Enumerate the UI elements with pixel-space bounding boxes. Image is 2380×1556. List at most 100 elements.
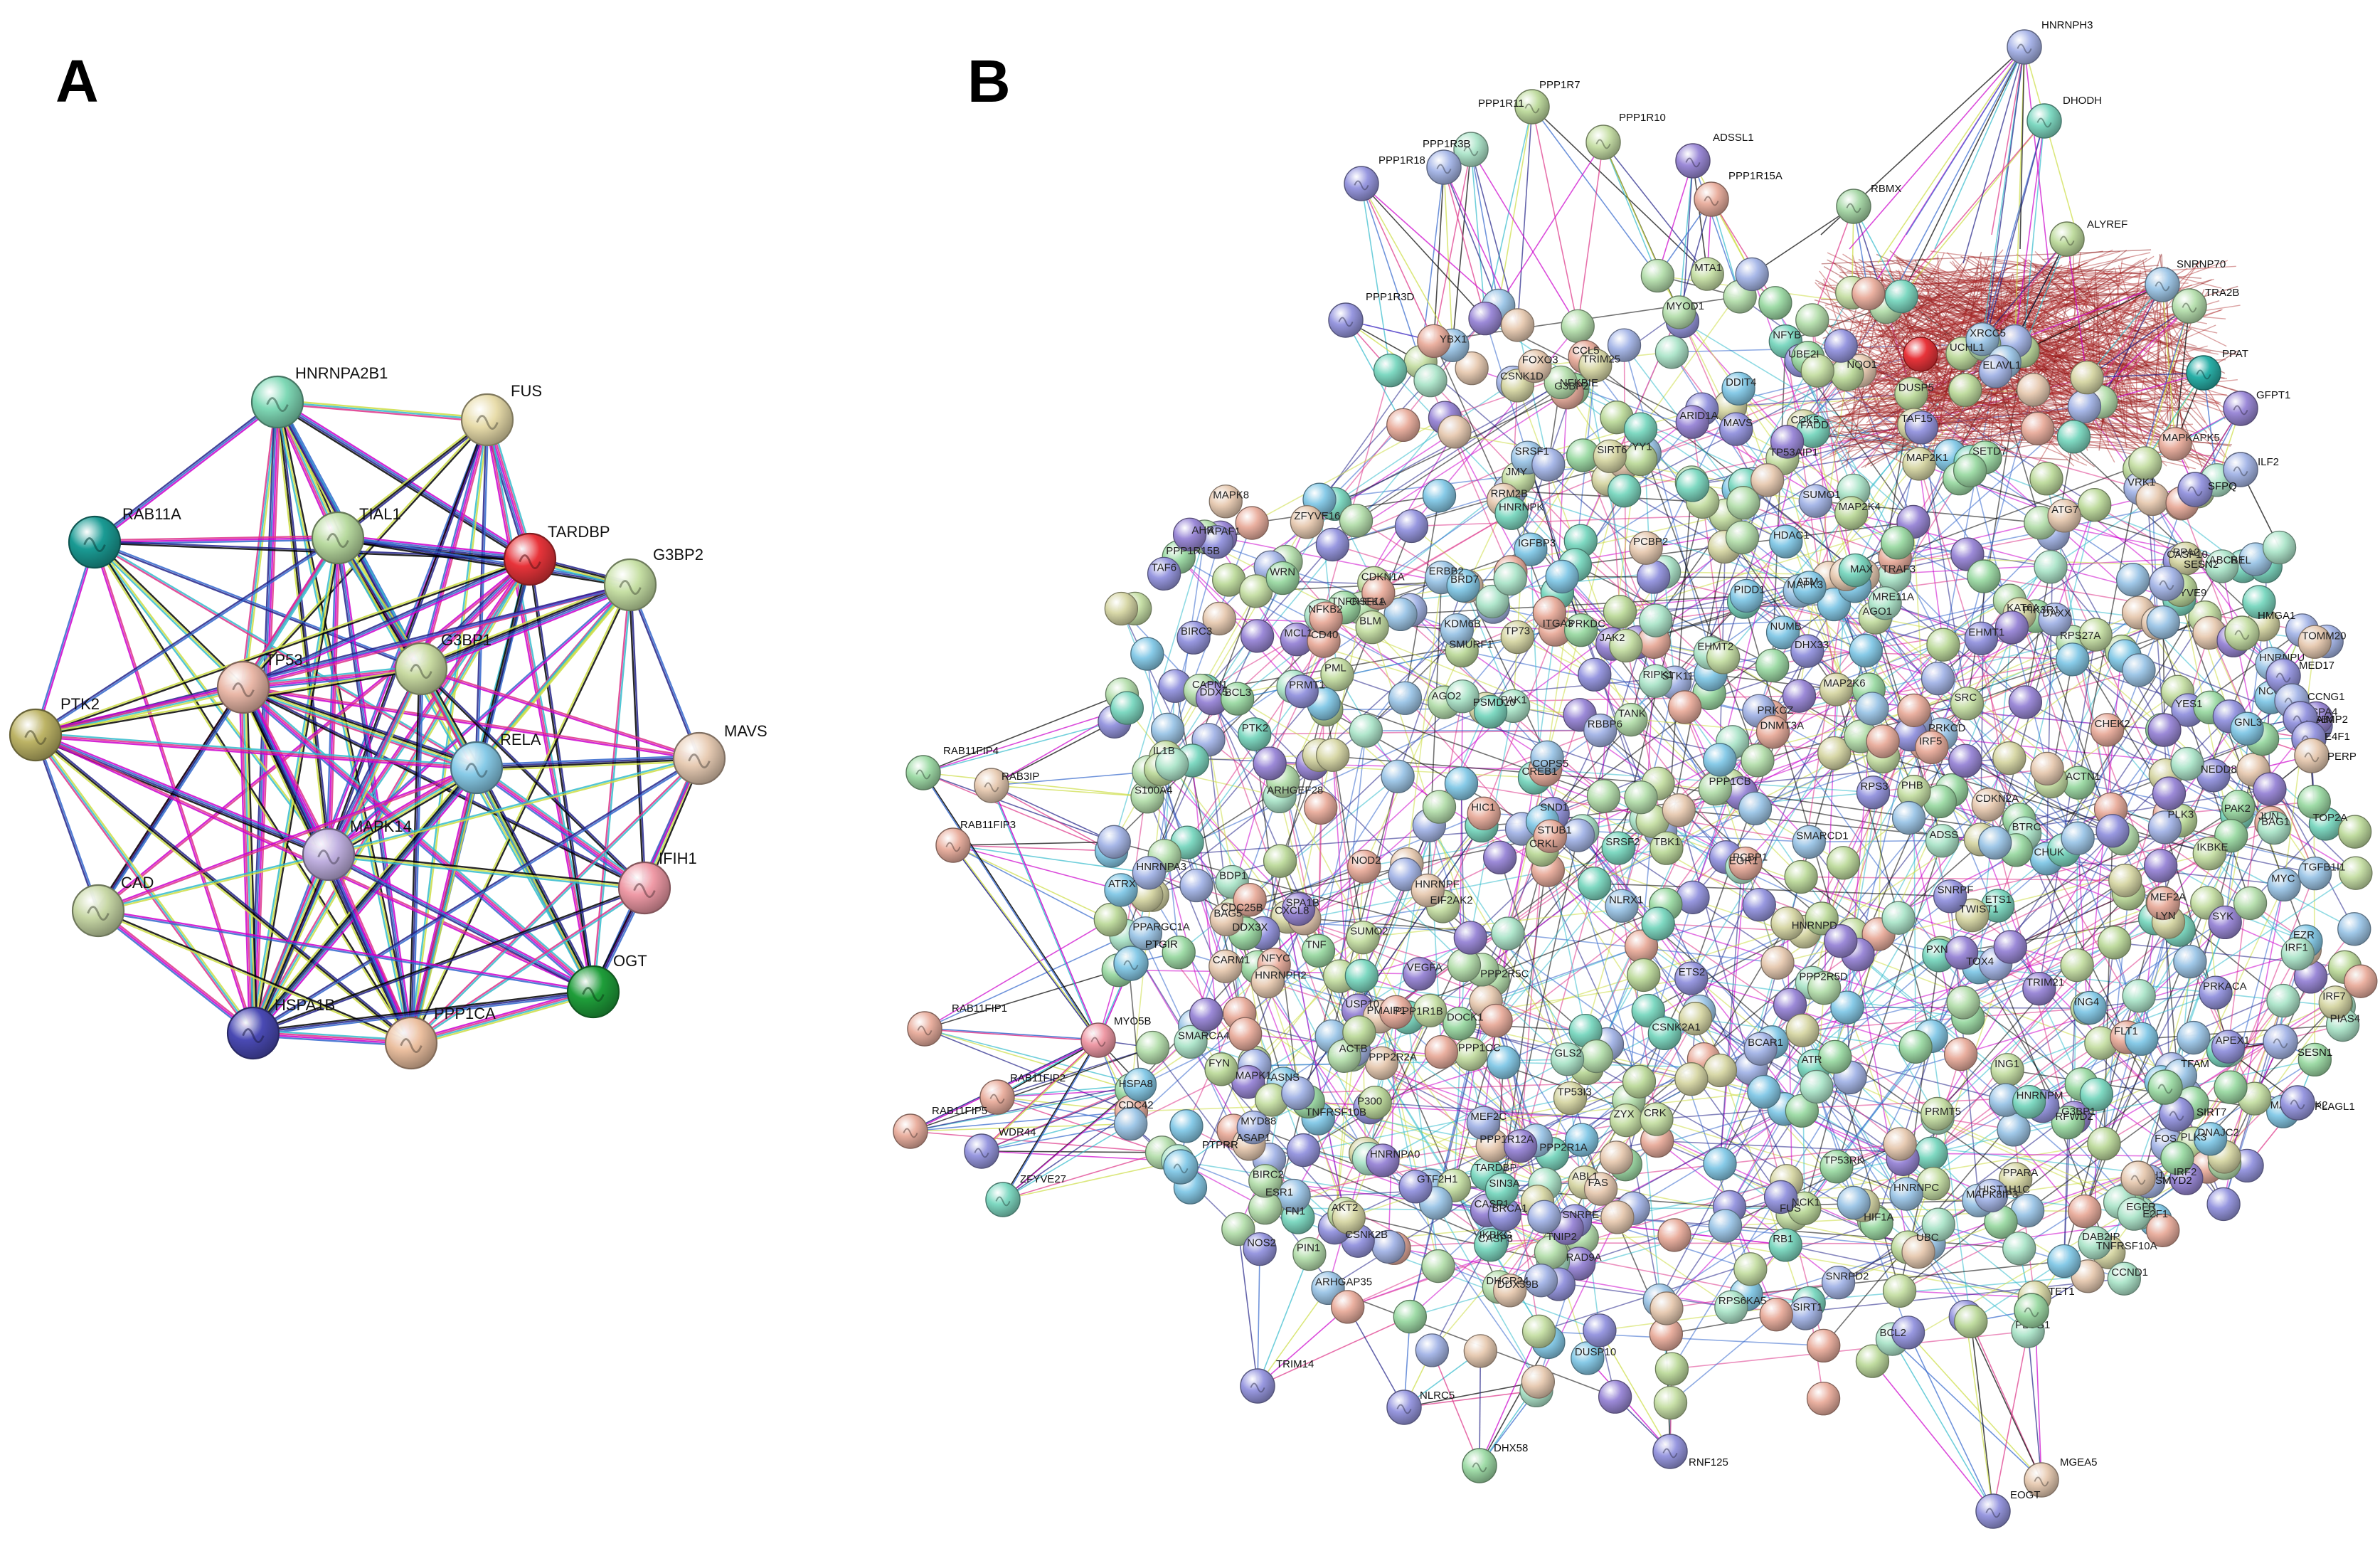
network-b-core-node bbox=[1339, 504, 1374, 538]
network-b-hub-label: EGFR bbox=[2126, 1201, 2156, 1213]
network-b-hub-label: ITGA3 bbox=[1543, 618, 1573, 630]
network-b-hub-label: PPP2R5D bbox=[1799, 970, 1848, 983]
network-b-core-node bbox=[1726, 486, 1760, 520]
network-b-node: MYO5B bbox=[1080, 1015, 1152, 1058]
network-b-core-node bbox=[1221, 1212, 1255, 1247]
network-b-core-node bbox=[1500, 620, 1534, 655]
network-b-hub-label: JAK2 bbox=[1600, 632, 1625, 644]
network-b-core-node bbox=[1904, 411, 1938, 445]
network-b-core-node bbox=[1948, 743, 1982, 778]
network-b-hub-label: JUN bbox=[2258, 810, 2279, 822]
network-b-core-node bbox=[1599, 1140, 1634, 1175]
network-b-hub-label: PMAIP1 bbox=[1367, 1005, 1406, 1017]
network-b-core-node bbox=[1639, 603, 1673, 637]
network-b-core-node bbox=[1228, 1017, 1263, 1051]
network-b-core-node bbox=[1487, 1045, 1521, 1079]
network-b-core-node bbox=[1834, 496, 1869, 530]
network-b-hub-label: DNAJC2 bbox=[2198, 1127, 2239, 1139]
network-b-core-node bbox=[1946, 985, 1980, 1020]
network-b-hub-label: PLK3 bbox=[2168, 808, 2194, 820]
network-b-core-node bbox=[1765, 615, 1800, 650]
network-b-core-node bbox=[2206, 1187, 2241, 1222]
network-b-core-node bbox=[1708, 1209, 1743, 1243]
network-b-core-node bbox=[1209, 902, 1243, 936]
network-b-core-node bbox=[1640, 1102, 1674, 1136]
network-b-hub-label: ARHGAP35 bbox=[1315, 1276, 1372, 1288]
network-b-hub-label: STK11 bbox=[1662, 670, 1694, 682]
network-b-core-node bbox=[1674, 961, 1709, 995]
network-b-core-node bbox=[1725, 520, 1760, 554]
network-b-core-node bbox=[2107, 1261, 2141, 1296]
network-b-core-node bbox=[2170, 746, 2204, 781]
network-b-node: ADSSL1 bbox=[1675, 132, 1754, 179]
network-b-core-node bbox=[1728, 846, 1763, 881]
network-b-hub-label: BRCA1 bbox=[1492, 1202, 1527, 1214]
network-b-hub-label: P300 bbox=[1357, 1096, 1382, 1108]
network-b-hub-label: PPP2R5C bbox=[1480, 968, 1529, 980]
node-label: RELA bbox=[500, 731, 541, 748]
network-b-hub-label: DDX39B bbox=[1497, 1279, 1539, 1291]
network-b-hub-label: TOMM20 bbox=[2302, 630, 2346, 642]
network-b-core-node bbox=[2147, 810, 2182, 845]
network-b-core-node bbox=[1891, 1316, 1925, 1350]
network-b-core-node bbox=[1993, 930, 2027, 964]
network-b-core-node bbox=[1992, 741, 2026, 776]
node-label: ZFYVE27 bbox=[1020, 1173, 1066, 1185]
node-label: RAB11FIP5 bbox=[932, 1105, 987, 1117]
network-b-hub-label: HIF1A bbox=[1864, 1211, 1894, 1223]
node-label: MED17 bbox=[2299, 660, 2334, 672]
network-b-hub-label: ERBB2 bbox=[1429, 566, 1464, 578]
network-b-core-node bbox=[1624, 780, 1658, 815]
network-b-core-node bbox=[1504, 1129, 1538, 1163]
node-label: GFPT1 bbox=[2256, 389, 2290, 401]
network-b-hub-label: CDC42 bbox=[1118, 1099, 1153, 1111]
network-b-hub-label: CASP3 bbox=[1478, 1233, 1513, 1245]
network-b-core-node bbox=[2097, 926, 2132, 960]
network-b-core-node bbox=[1524, 1264, 1558, 1298]
network-b-core-node bbox=[1204, 1052, 1238, 1086]
network-b-core-node bbox=[1565, 1123, 1599, 1157]
network-b-node: RAB11FIP5 bbox=[893, 1105, 987, 1149]
network-b-hub-label: S100A4 bbox=[1135, 785, 1172, 797]
network-b-hub-label: TWIST1 bbox=[1960, 904, 1999, 916]
node-label: TARDBP bbox=[548, 523, 610, 541]
network-b-core-node bbox=[2020, 411, 2055, 445]
network-b-hub-label: IKBKE bbox=[2196, 842, 2228, 854]
network-b-core-node bbox=[2070, 361, 2104, 395]
network-b-core-node bbox=[2144, 849, 2178, 883]
network-b-core-node bbox=[1978, 354, 2013, 388]
network-b-node: PTGIR bbox=[1113, 938, 1178, 981]
network-b-hub-label: STUB1 bbox=[1537, 824, 1571, 836]
network-b-core-node bbox=[1583, 713, 1617, 748]
network-b-core-node bbox=[1358, 1085, 1392, 1120]
network-b-node: GFPT1 bbox=[2223, 389, 2290, 426]
network-b-hub-label: IRF2 bbox=[2174, 1166, 2197, 1178]
network-b-hub-label: MAX bbox=[1850, 563, 1874, 575]
network-b-core-node bbox=[1948, 373, 1982, 407]
network-b-core-node bbox=[2022, 972, 2056, 1006]
network-b-core-node bbox=[1411, 873, 1445, 908]
network-b-hub-label: ING1 bbox=[1994, 1058, 2019, 1070]
network-b-hub-label: RPA2 bbox=[2173, 546, 2200, 559]
network-b-node: PPAT bbox=[2186, 348, 2248, 391]
node-label: ILF2 bbox=[2258, 456, 2279, 468]
network-b-hub-label: CRKL bbox=[1529, 837, 1558, 850]
network-b-hub-label: BRD7 bbox=[1450, 573, 1479, 586]
network-b-core-node bbox=[1444, 766, 1479, 800]
network-b-hub-label: HNRNPU bbox=[2259, 652, 2305, 664]
network-b-core-node bbox=[1202, 601, 1236, 636]
node-label: DHODH bbox=[2063, 95, 2102, 107]
network-b-hub-label: ETS1 bbox=[1985, 894, 2012, 906]
network-b-core-node bbox=[1563, 613, 1598, 647]
network-b-hub-label: UBC bbox=[1916, 1232, 1939, 1244]
network-b-core-node bbox=[1821, 1265, 1856, 1300]
network-b-hub-label: SIN3A bbox=[1489, 1177, 1519, 1190]
network-b-core-node bbox=[2297, 856, 2332, 891]
network-b-core-node bbox=[2125, 1022, 2159, 1056]
network-b-hub-label: DHX33 bbox=[1795, 639, 1829, 651]
network-b-hub-label: APAF1 bbox=[1208, 525, 1241, 537]
network-b-hub-label: RPS3 bbox=[1860, 780, 1888, 793]
network-b-hub-label: CAPN1 bbox=[1192, 679, 1228, 691]
network-b-core-node bbox=[1674, 1062, 1709, 1096]
node-label: PPP1R10 bbox=[1619, 112, 1666, 124]
